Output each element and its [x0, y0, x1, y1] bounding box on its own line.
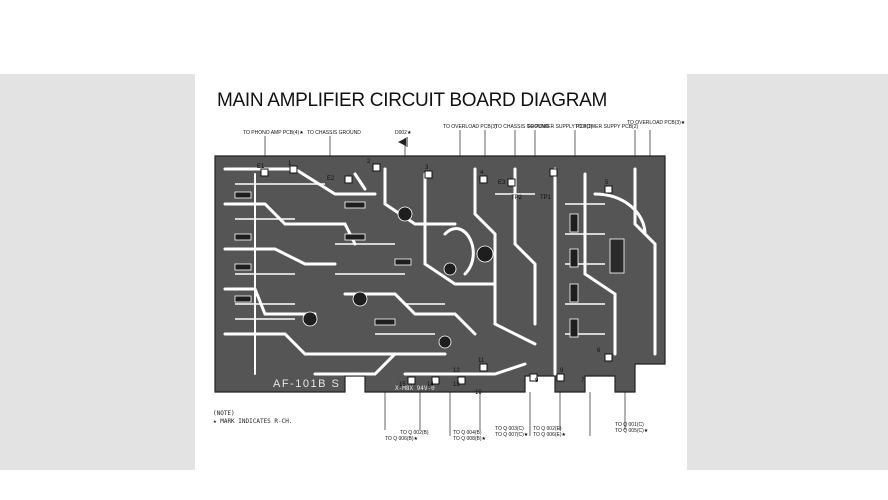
page-title: MAIN AMPLIFIER CIRCUIT BOARD DIAGRAM [217, 90, 608, 111]
top-label-overload-1: TO OVERLOAD PCB(3) [443, 124, 497, 130]
note-heading: (NOTE) [213, 410, 235, 417]
diagram-sheet: MAIN AMPLIFIER CIRCUIT BOARD DIAGRAM [195, 74, 687, 470]
top-label-chassis-2: TO CHASSIS GROUND [495, 124, 549, 130]
terminal-14: 14 [427, 382, 434, 388]
bottom-label-3: TO Q 008(B)★ [453, 436, 487, 442]
circuit-board-diagram: AF-101B S X-M8X 94V-0 TO PHONO AMP PCB(4… [214, 120, 686, 442]
terminal-9: 9 [535, 378, 539, 384]
terminal-E1: E1 [257, 164, 265, 170]
terminal-1: 1 [288, 161, 292, 167]
terminal-E3: E3 [498, 180, 506, 186]
bottom-label-9: TO Q 005(C)★ [615, 428, 649, 434]
terminal-11: 11 [478, 358, 485, 364]
bottom-label-0: TO Q 002(B) [400, 430, 429, 436]
terminal-E2: E2 [327, 176, 335, 182]
bottom-label-5: TO Q 007(C)★ [495, 432, 529, 438]
note-mark: ★ MARK INDICATES R-CH. [213, 418, 293, 425]
bottom-label-4: TO Q 003(C) [495, 426, 524, 432]
terminal-6: 6 [597, 348, 601, 354]
terminal-8: 8 [560, 368, 564, 374]
terminal-TP1: TP1 [540, 195, 552, 201]
bottom-label-1: TO Q 006(B)★ [385, 436, 419, 442]
terminal-10: 10 [475, 390, 482, 396]
terminal-labels: E1 1 E2 2 3 4 E3 5 TP2 TP1 6 7 8 9 10 11… [257, 159, 609, 396]
top-label-phono: TO PHONO AMP PCB(4)★ [243, 130, 304, 136]
top-label-power-1: TO POWER SUPPLY PCB(1) [527, 124, 593, 130]
top-connector-labels: TO PHONO AMP PCB(4)★ TO CHASSIS GROUND D… [243, 120, 686, 136]
terminal-7: 7 [581, 378, 585, 384]
top-strip [0, 0, 888, 74]
trace-network-fine [235, 183, 605, 335]
terminal-4: 4 [480, 170, 484, 176]
diode-symbol [398, 138, 406, 146]
terminal-5: 5 [605, 180, 609, 186]
board-label: AF-101B S [273, 378, 340, 390]
top-label-diode: D002★ [395, 130, 412, 136]
bottom-label-6: TO Q 002(E) [533, 426, 562, 432]
top-label-chassis-1: TO CHASSIS GROUND [307, 130, 361, 136]
bottom-label-8: TO Q 001(C) [615, 422, 644, 428]
bottom-connector-labels: TO Q 002(B) TO Q 006(B)★ TO Q 004(B) TO … [385, 422, 649, 442]
lead-wires [264, 130, 651, 436]
bottom-label-2: TO Q 004(B) [453, 430, 482, 436]
terminal-2: 2 [367, 159, 371, 165]
terminal-TP2: TP2 [511, 195, 523, 201]
terminal-13: 13 [453, 382, 460, 388]
top-label-overload-2: TO OVERLOAD PCB(3)★ [627, 120, 686, 126]
components [234, 191, 625, 349]
board-code: X-M8X 94V-0 [395, 385, 435, 392]
terminal-15: 15 [399, 382, 406, 388]
terminal-3: 3 [425, 165, 429, 171]
terminal-12: 12 [453, 368, 460, 374]
bottom-label-7: TO Q 006(E)★ [533, 432, 567, 438]
terminal-pads [260, 163, 613, 385]
bottom-strip [0, 470, 888, 500]
top-label-power-2: TO POWER SUPPY PCB(2) [575, 124, 638, 130]
